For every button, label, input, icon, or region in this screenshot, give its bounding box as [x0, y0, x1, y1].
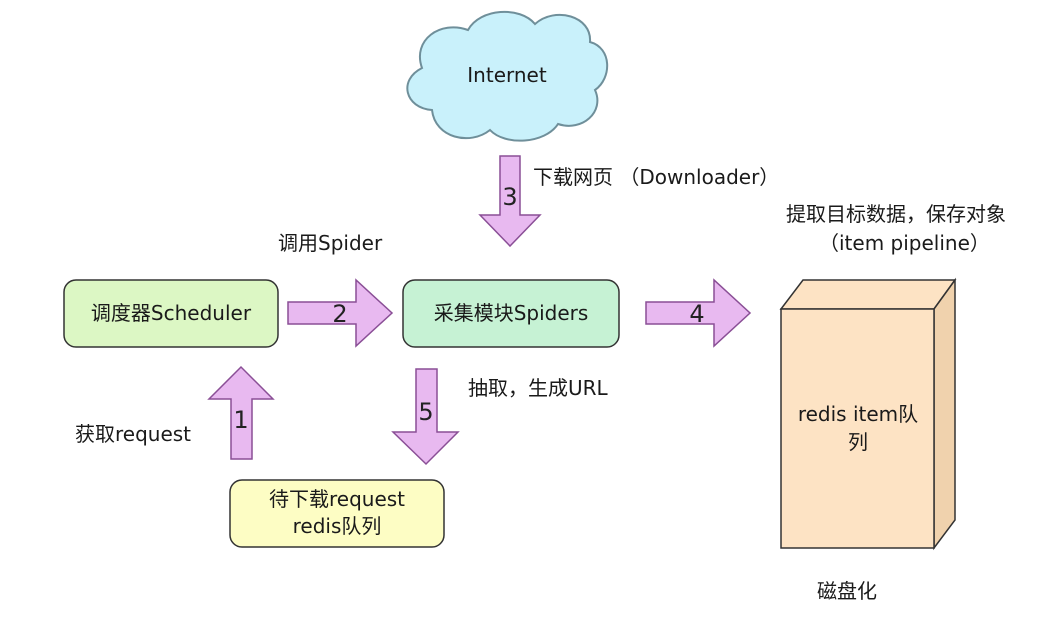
- extract-label-line1: 提取目标数据，保存对象: [786, 202, 1006, 226]
- spiders-node: 采集模块Spiders: [402, 279, 620, 348]
- arrow-5-shape: [391, 368, 460, 466]
- arrow-3-shape: [478, 155, 542, 248]
- item-queue-label-line2: 列: [848, 430, 868, 454]
- internet-cloud: Internet: [406, 11, 609, 142]
- arrow-5: 5: [391, 368, 460, 466]
- parse-url-label: 抽取，生成URL: [468, 376, 609, 400]
- get-request-label: 获取request: [75, 422, 191, 446]
- arrow-2-shape: [287, 278, 394, 348]
- arrow-1: 1: [207, 365, 275, 460]
- request-queue-node: 待下载request redis队列: [229, 479, 445, 548]
- arrow-1-number: 1: [233, 406, 248, 434]
- arrow-4-number: 4: [689, 300, 704, 328]
- arrow-3: 3: [478, 155, 542, 248]
- arrow-5-number: 5: [418, 398, 433, 426]
- request-queue-box: [229, 479, 445, 548]
- spiders-label: 采集模块Spiders: [434, 301, 589, 325]
- arrow-2-number: 2: [332, 300, 347, 328]
- extract-label-line2: （item pipeline）: [819, 231, 990, 255]
- scheduler-node: 调度器Scheduler: [63, 279, 279, 348]
- arrow-4: 4: [645, 278, 752, 348]
- request-queue-label-line2: redis队列: [293, 514, 382, 538]
- cloud-shape: [406, 11, 609, 142]
- call-spider-label: 调用Spider: [278, 231, 383, 255]
- download-label: 下载网页 （Downloader）: [533, 165, 779, 189]
- arrow-2: 2: [287, 278, 394, 348]
- item-queue-label-line1: redis item队: [798, 402, 918, 426]
- scheduler-label: 调度器Scheduler: [91, 301, 252, 325]
- internet-label: Internet: [467, 63, 547, 87]
- spiders-box: [402, 279, 620, 348]
- arrow-4-shape: [645, 278, 752, 348]
- storage-side-face: [933, 277, 956, 551]
- persist-label: 磁盘化: [817, 579, 877, 603]
- arrow-1-shape: [207, 365, 275, 460]
- scheduler-box: [63, 279, 279, 348]
- item-queue-storage: redis item队 列: [779, 277, 957, 551]
- storage-top-face: [779, 279, 957, 310]
- request-queue-label-line1: 待下载request: [269, 487, 405, 511]
- storage-front-face: [780, 308, 935, 549]
- arrow-3-number: 3: [502, 183, 517, 211]
